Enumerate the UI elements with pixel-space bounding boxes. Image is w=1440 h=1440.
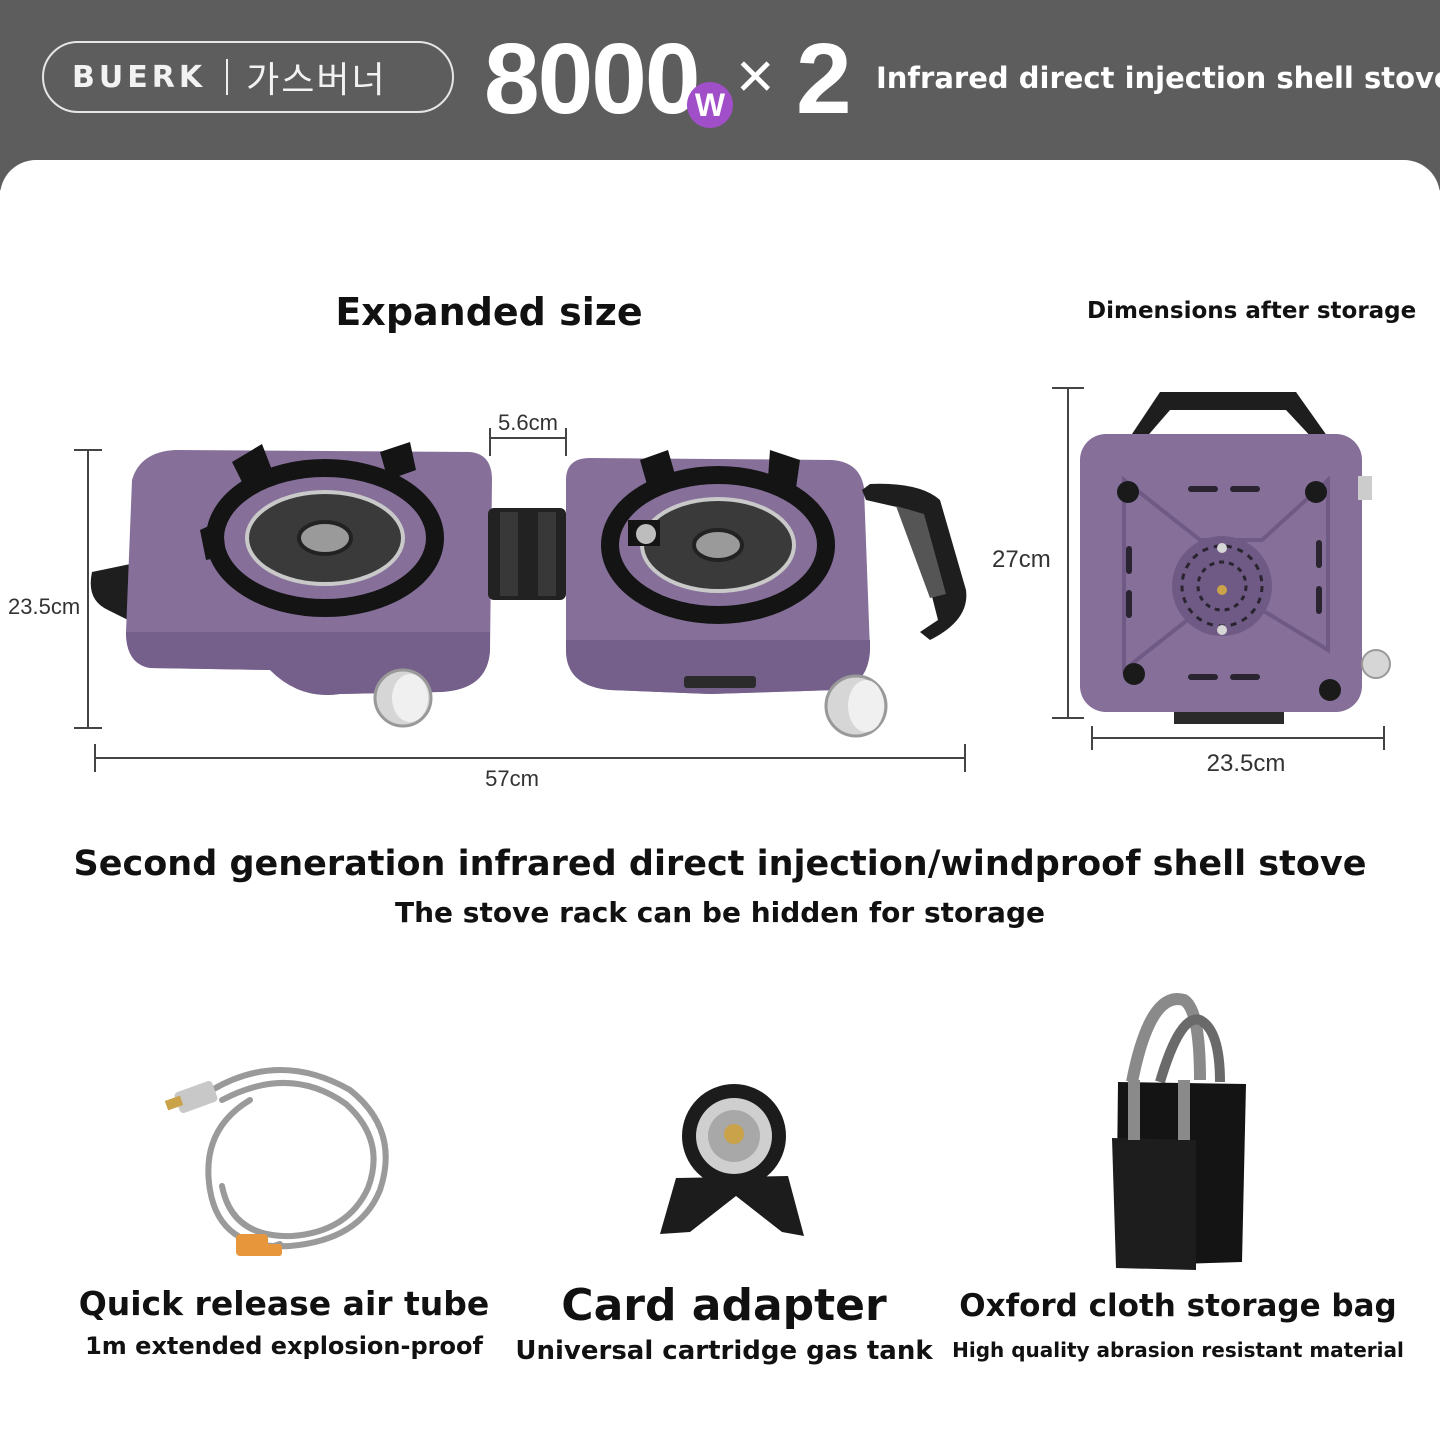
- accessory-subtitle-air-tube: 1m extended explosion-proof: [85, 1332, 483, 1360]
- expanded-heading: Expanded size: [335, 290, 643, 334]
- brand-logo: BUERK 가스버너: [42, 41, 454, 113]
- power-value: 8000: [484, 23, 700, 135]
- brand-name: BUERK: [72, 59, 207, 95]
- accessory-title-storage-bag: Oxford cloth storage bag: [959, 1288, 1397, 1324]
- multiplier-sign: ×: [736, 38, 775, 112]
- tagline-main: Second generation infrared direct inject…: [73, 844, 1367, 884]
- expanded-width-dimension: 57cm: [485, 766, 539, 791]
- accessory-title-card-adapter: Card adapter: [561, 1280, 887, 1331]
- brand-divider: [226, 59, 229, 95]
- gap-dimension: 5.6cm: [498, 410, 558, 435]
- burner-count: 2: [796, 23, 852, 135]
- storage-width-dimension: 23.5cm: [1206, 750, 1286, 777]
- brand-korean: 가스버너: [246, 60, 387, 101]
- storage-height-dimension: 27cm: [992, 546, 1051, 573]
- accessory-subtitle-storage-bag: High quality abrasion resistant material: [952, 1338, 1404, 1362]
- expanded-height-dimension: 23.5cm: [8, 594, 81, 619]
- accessory-title-air-tube: Quick release air tube: [78, 1284, 490, 1323]
- tagline-sub: The stove rack can be hidden for storage: [395, 896, 1045, 929]
- header-title: Infrared direct injection shell stove: [876, 61, 1440, 95]
- dimension-lines: [74, 387, 1385, 772]
- accessory-subtitle-card-adapter: Universal cartridge gas tank: [515, 1336, 933, 1366]
- storage-heading: Dimensions after storage: [1087, 298, 1417, 324]
- power-unit-badge: W: [687, 82, 733, 128]
